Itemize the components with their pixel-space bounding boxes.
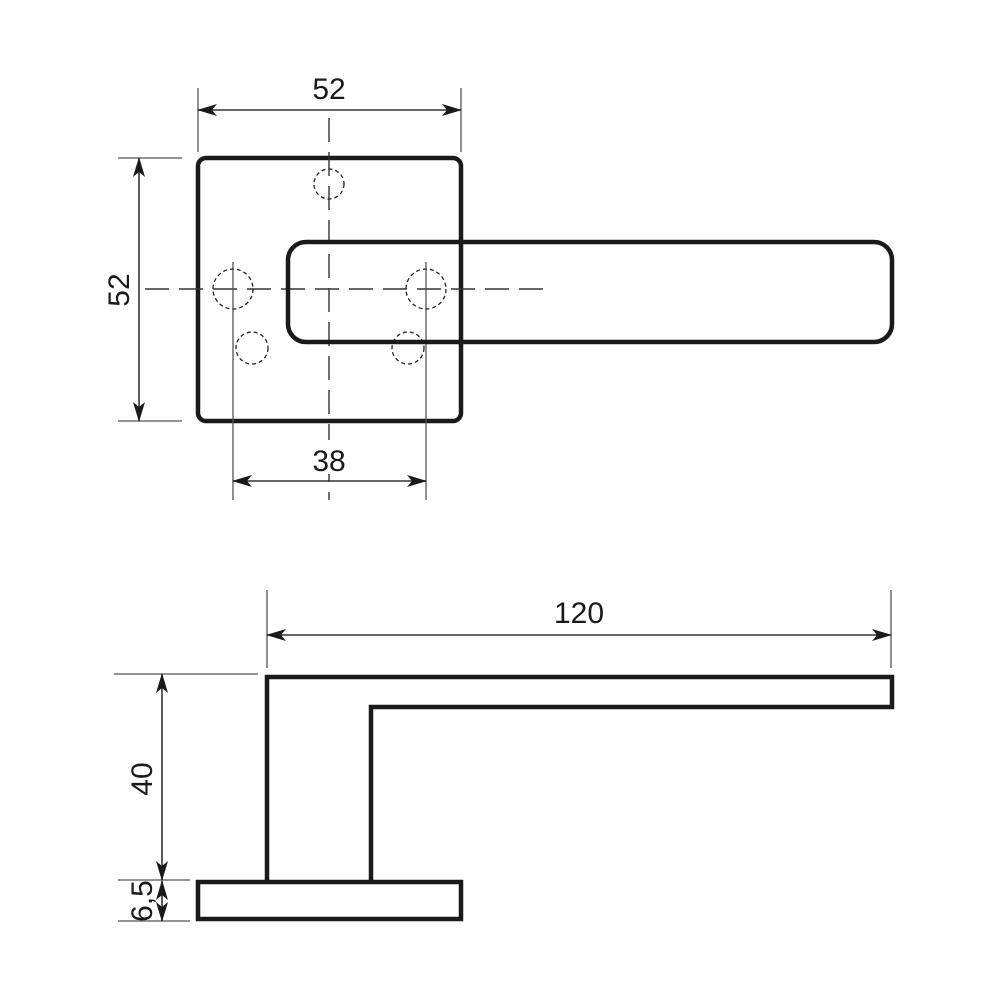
lower-left-hole-icon [235, 331, 269, 365]
rose-side-profile [195, 879, 464, 922]
left-spindle-hole-icon [212, 268, 254, 310]
rose-thickness-label: 6,5 [126, 880, 159, 922]
rose-height-dimension: 52 [103, 157, 182, 422]
rose-thickness-dimension: 6,5 [118, 880, 190, 922]
screw-spacing-dimension: 38 [232, 440, 427, 487]
lever-length-label: 120 [554, 597, 604, 630]
rose-width-label: 52 [312, 73, 345, 106]
lever-length-dimension: 120 [266, 590, 892, 668]
label-background [300, 440, 358, 474]
top-hole-icon [313, 168, 345, 200]
screw-spacing-label: 38 [312, 445, 345, 478]
lower-right-hole-icon [391, 331, 425, 365]
lever-top-view [285, 239, 895, 345]
rose-height-label: 52 [103, 273, 136, 306]
side-view: 120 40 6,5 [114, 590, 895, 922]
rose-width-dimension: 52 [197, 73, 462, 152]
height-dimension: 40 [114, 673, 258, 881]
lever-side-profile [264, 674, 895, 882]
top-view: 52 52 38 [103, 73, 895, 500]
height-label: 40 [126, 762, 159, 795]
right-spindle-hole-icon [405, 268, 447, 310]
